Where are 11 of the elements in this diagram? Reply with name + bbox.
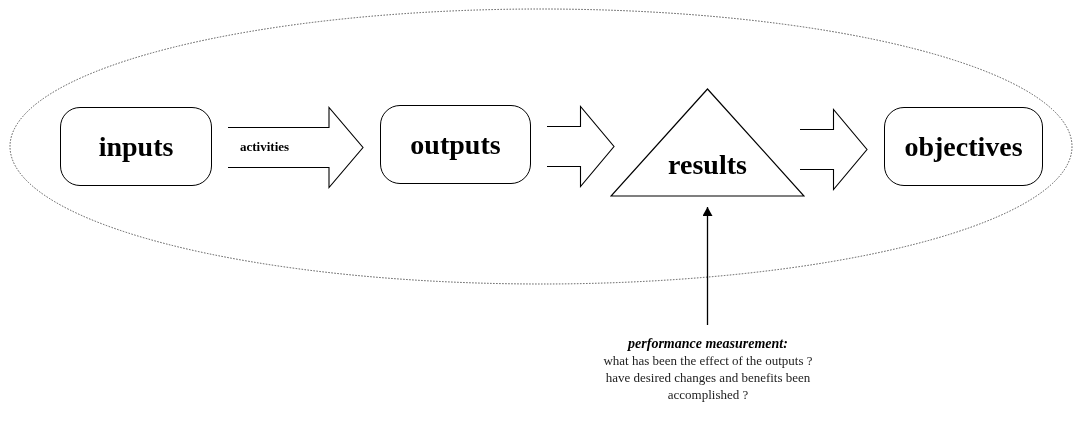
block-arrow: [799, 108, 868, 191]
arrow: [702, 206, 713, 326]
block-arrow: [227, 106, 364, 189]
heading: performance measurement:: [628, 335, 788, 352]
block-arrow: [546, 105, 615, 188]
triangle-node: results: [610, 88, 805, 197]
rounded-box: objectives: [884, 107, 1043, 186]
rounded-box: inputs: [60, 107, 212, 186]
rounded-box: outputs: [380, 105, 531, 184]
dotted-ellipse: [9, 8, 1073, 285]
description: what has been the effect of the outputs ? have desired changes and benefits been accomplished ?: [602, 352, 814, 403]
